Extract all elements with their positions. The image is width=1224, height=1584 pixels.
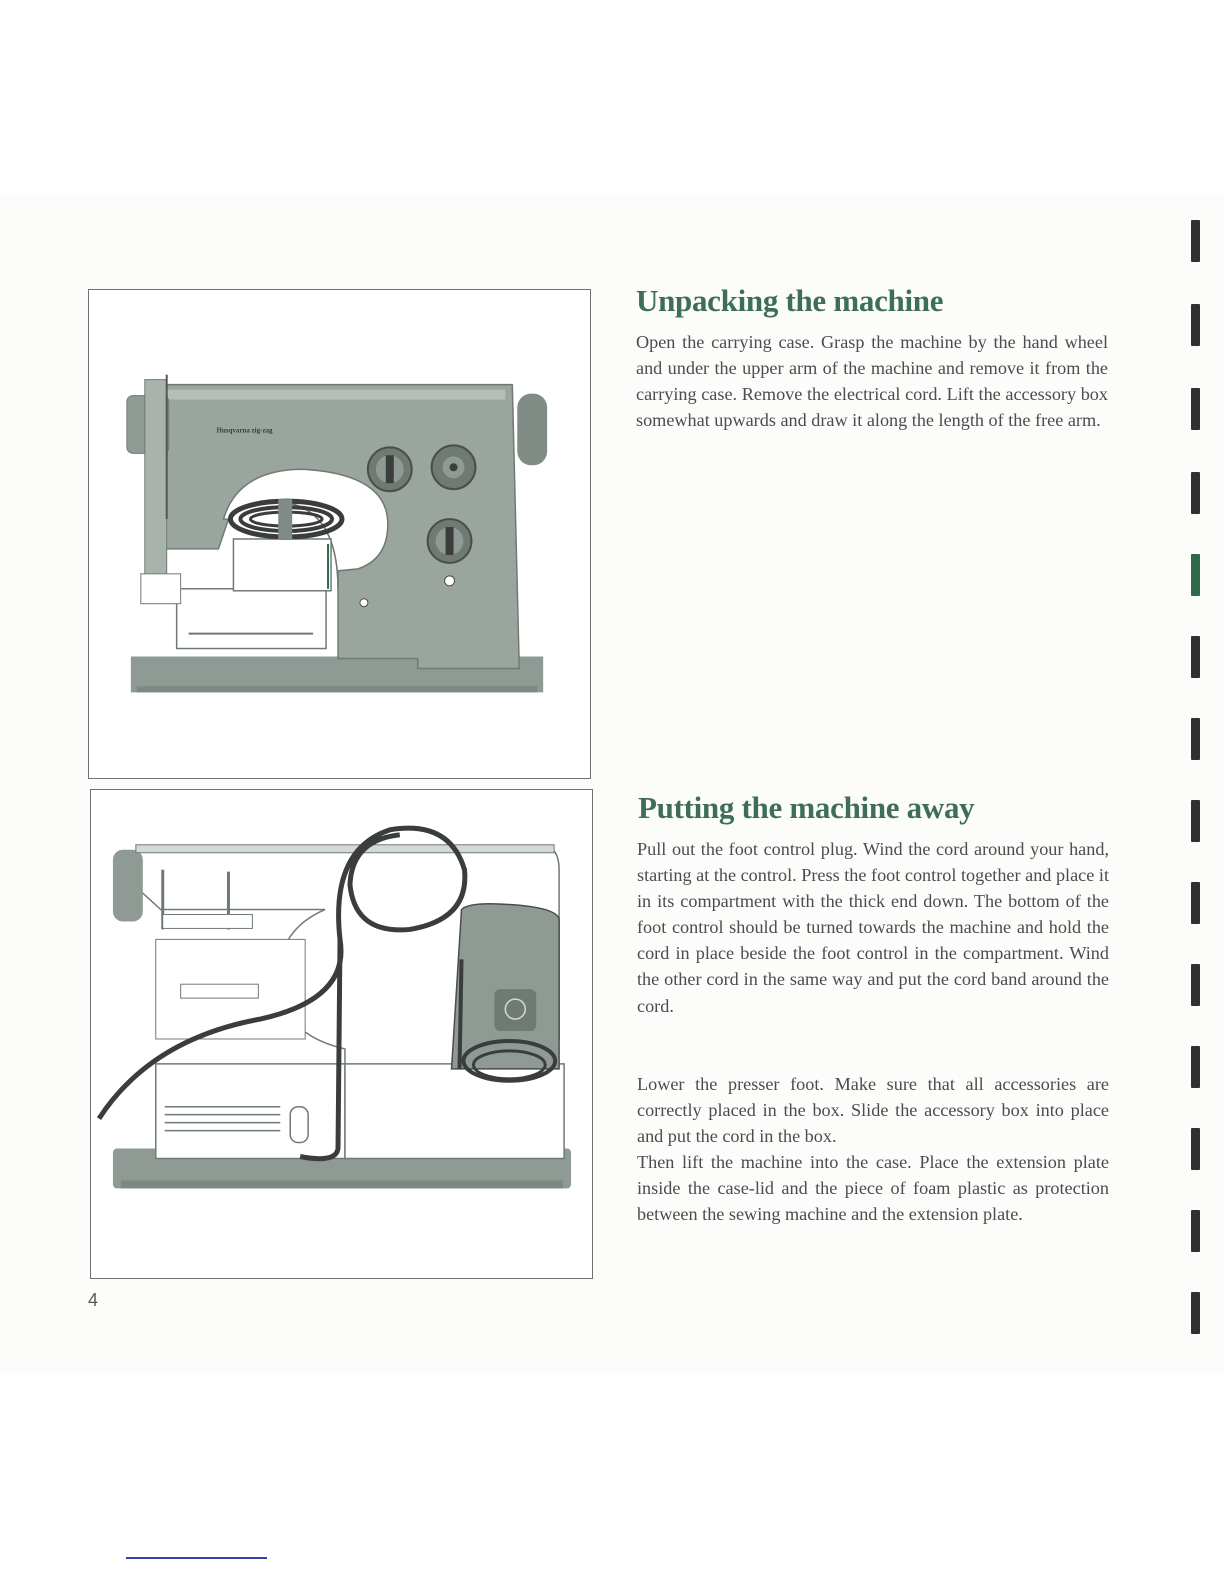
- putting-away-paragraph-3: Then lift the machine into the case. Pla…: [637, 1152, 1109, 1225]
- putting-away-paragraph-2: Lower the presser foot. Make sure that a…: [637, 1074, 1109, 1147]
- sewing-machine-front-view: Husqvarna zig-zag: [126, 374, 548, 693]
- footer-rule: [126, 1557, 267, 1559]
- page-number: 4: [88, 1290, 99, 1310]
- index-tab: [1191, 220, 1200, 262]
- thumb-index-tabs: [1189, 220, 1213, 1350]
- unpacking-paragraph: Open the carrying case. Grasp the machin…: [636, 332, 1108, 431]
- index-tab: [1191, 1128, 1200, 1170]
- unpacking-illustration: Husqvarna zig-zag: [88, 289, 591, 779]
- section-title-putting-away: Putting the machine away: [638, 790, 975, 825]
- index-tab: [1191, 1046, 1200, 1088]
- index-tab: [1191, 304, 1200, 346]
- index-tab: [1191, 882, 1200, 924]
- putting-away-illustration: [90, 789, 593, 1279]
- index-tab: [1191, 964, 1200, 1006]
- putting-away-paragraph-1: Pull out the foot control plug. Wind the…: [637, 839, 1109, 1016]
- index-tab: [1191, 718, 1200, 760]
- index-tab-green: [1191, 554, 1200, 596]
- index-tab: [1191, 636, 1200, 678]
- sewing-machine-rear-view: [96, 825, 572, 1189]
- brand-label: Husqvarna zig-zag: [217, 426, 273, 434]
- index-tab: [1191, 472, 1200, 514]
- index-tab: [1191, 1210, 1200, 1252]
- index-tab: [1191, 388, 1200, 430]
- index-tab: [1191, 1292, 1200, 1334]
- section-title-unpacking: Unpacking the machine: [636, 283, 944, 318]
- index-tab: [1191, 800, 1200, 842]
